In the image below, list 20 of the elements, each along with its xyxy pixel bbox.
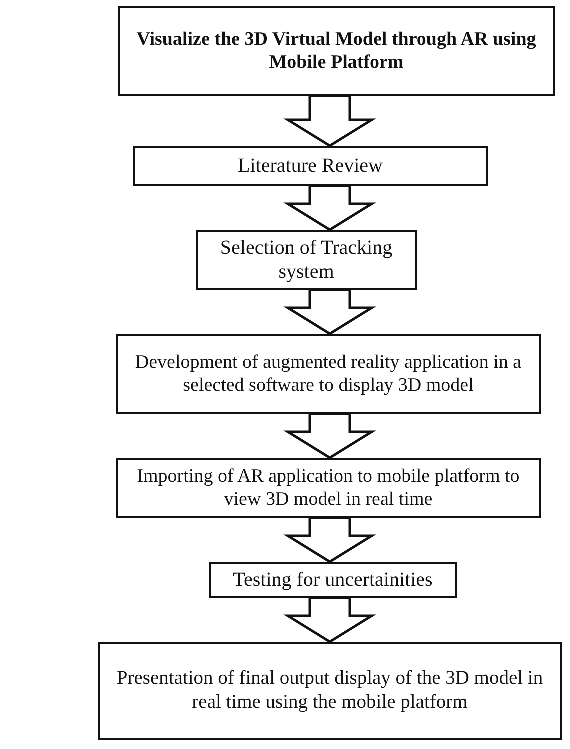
box-text: Selection of Tracking system xyxy=(219,236,394,284)
process-box xyxy=(209,562,457,598)
block-arrow xyxy=(284,516,376,564)
block-arrow xyxy=(284,184,376,232)
box-text: Literature Review xyxy=(238,154,383,178)
process-box xyxy=(116,334,541,414)
process-box xyxy=(196,230,417,290)
process-box xyxy=(116,458,541,518)
process-box xyxy=(118,6,555,96)
block-arrow xyxy=(284,596,376,644)
box-text: Importing of AR application to mobile platform to view 3D model in real time xyxy=(136,464,521,512)
box-text: Presentation of final output display of the 3D model in real time using the mobile platform xyxy=(116,667,544,715)
process-box xyxy=(133,146,488,186)
block-arrow xyxy=(284,94,376,148)
block-arrow xyxy=(284,412,376,460)
box-text: Testing for uncertainities xyxy=(233,568,433,592)
process-box xyxy=(98,642,562,740)
box-text: Visualize the 3D Virtual Model through AR using Mobile Platform xyxy=(136,28,538,74)
block-arrow xyxy=(284,288,376,336)
box-text: Development of augmented reality application in a selected software to display 3D model xyxy=(134,350,523,398)
